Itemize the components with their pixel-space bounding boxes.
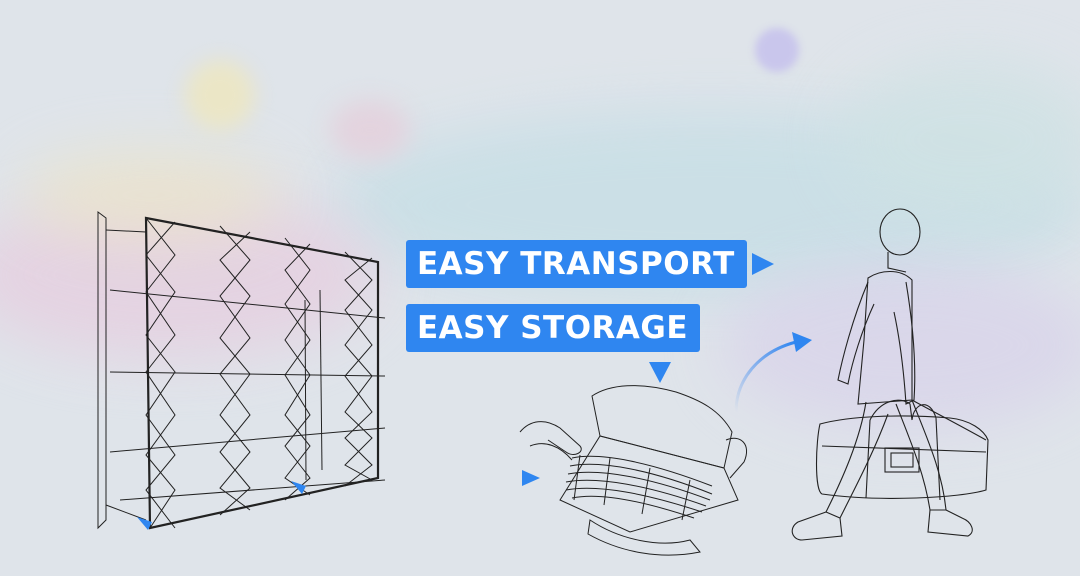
triangle-down-icon [649,362,671,383]
person-shoe-front [927,509,973,537]
carry-bag-body [816,415,989,499]
bg-dot-pink [330,100,410,160]
person-torso [857,270,913,405]
carry-bag-illustration [816,399,989,501]
bg-wave-yellow [20,150,280,240]
person-carrying-bag-illustration [791,208,973,541]
triangle-right-icon [752,253,774,275]
storage-bag-illustration [519,385,748,556]
bg-dot-violet [755,28,799,72]
bg-dot-yellow [185,60,255,130]
frame-side-panel [97,211,107,530]
easy-storage-label: EASY STORAGE [406,304,701,352]
carry-bag-label-window [884,447,920,473]
frame-front-outline [144,216,380,530]
popup-frame-illustration [97,211,386,530]
bg-wave-teal [840,60,1080,220]
person-shoe-back [791,511,843,541]
person-head [879,208,921,256]
curved-arrow-icon [734,332,812,413]
arrow-right-icon [412,470,540,486]
bag-body [559,435,739,533]
frame-foot-marker-left [137,517,152,530]
frame-foot-marker-right [291,481,306,494]
easy-transport-label: EASY TRANSPORT [406,240,747,288]
bag-lid [591,385,733,469]
